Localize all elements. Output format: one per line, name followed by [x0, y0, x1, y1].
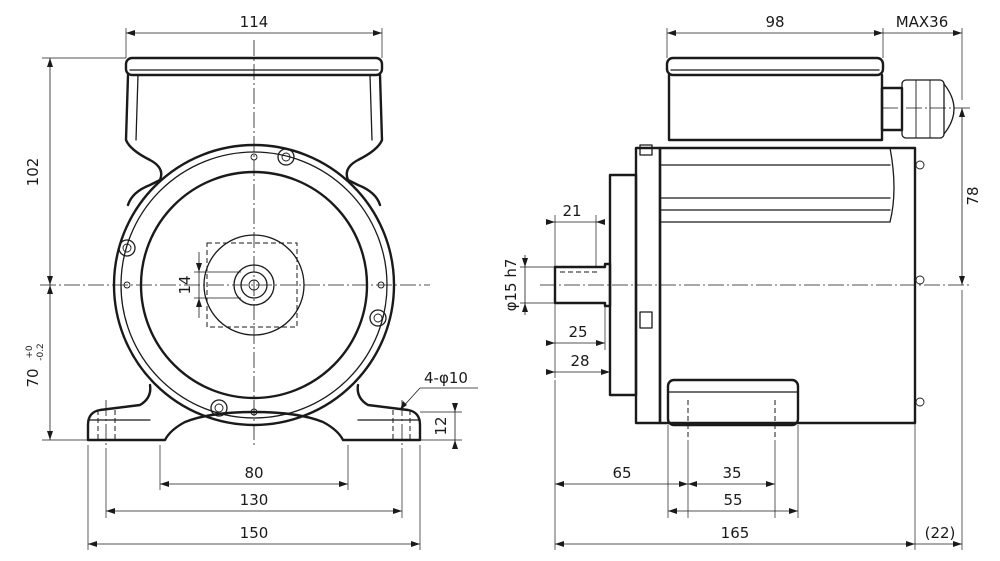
screw-bottom-left-head [214, 403, 224, 413]
screw-right-head [373, 313, 383, 323]
side-motor-body [658, 146, 917, 425]
dim-hole-spacing-label: 80 [244, 464, 263, 482]
front-view: 114 102 70 +0 -0.2 14 [24, 13, 478, 550]
side-terminal-box-body [667, 73, 884, 142]
dim-shaft-28-label: 28 [570, 352, 589, 370]
dim-ref-22-label: (22) [925, 524, 956, 542]
dim-body-length-label: 98 [765, 13, 784, 31]
gland-dome [901, 79, 945, 139]
dim-ref-22: (22) [915, 290, 963, 550]
terminal-box-wall-left [124, 73, 163, 207]
dim-axis-tol-lower: -0.2 [36, 343, 46, 361]
rear-bolt-mid [915, 275, 925, 285]
dim-foot-total: 150 [87, 445, 421, 550]
flange-tab-top [639, 144, 653, 156]
dim-shaft-length-label: 21 [562, 202, 581, 220]
dim-width-top-label: 114 [240, 13, 269, 31]
dim-total-length: 165 [555, 423, 916, 550]
rear-bolt-bottom [915, 397, 925, 407]
dim-height-axis: 102 [24, 57, 126, 285]
dim-foot-height: 12 [420, 403, 462, 449]
gland-nut-body [880, 86, 904, 132]
dim-body-length: 98 [666, 13, 884, 58]
screw-bottom-left [210, 399, 228, 417]
dim-shaft-length: 21 [546, 202, 605, 267]
side-view: 98 MAX36 78 21 [502, 13, 982, 550]
dim-foot-inner: 130 [105, 448, 403, 518]
dim-axis-tol-upper: +0 [25, 345, 35, 359]
dim-shaft-dia: 14 [176, 252, 241, 318]
terminal-box-wall-right [345, 73, 384, 207]
dim-axis-height-label: 70 [24, 368, 42, 387]
dim-foot-length-label: 55 [723, 491, 742, 509]
dim-total-length-label: 165 [721, 524, 750, 542]
dim-foot-inner-label: 130 [240, 491, 269, 509]
dim-shaft-dia-label: 14 [176, 275, 194, 294]
dim-holes-label: 4-φ10 [424, 369, 468, 387]
side-foot [666, 378, 800, 427]
dim-gland-max: MAX36 [883, 13, 963, 100]
dim-gland-max-label: MAX36 [896, 13, 949, 31]
flange-tab-mid [639, 311, 653, 329]
dim-gland-height: 78 [959, 108, 982, 285]
dim-foot-total-label: 150 [240, 524, 269, 542]
dim-foot-hole-spacing-label: 35 [722, 464, 741, 482]
dim-gland-height-label: 78 [964, 186, 982, 205]
dim-width-top: 114 [125, 13, 383, 58]
dim-holes: 4-φ10 [399, 369, 478, 411]
screw-top-right [277, 148, 295, 166]
dim-foot-offset-label: 65 [612, 464, 631, 482]
screw-left-head [122, 243, 132, 253]
dim-foot-height-label: 12 [432, 416, 450, 435]
dim-shaft-28: 28 [546, 306, 611, 378]
dim-shaft-fit-label: φ15 h7 [502, 259, 520, 312]
terminal-box-inner-right [369, 74, 373, 141]
dim-hole-spacing: 80 [159, 445, 349, 490]
gland-cap [943, 83, 955, 135]
dim-shaft-25: 25 [546, 303, 606, 350]
screw-top-right-head [281, 152, 291, 162]
side-terminal-box-lid [665, 56, 885, 77]
flange-hidden-outline [206, 242, 298, 328]
dim-shaft-25-label: 25 [568, 323, 587, 341]
dim-height-axis-label: 102 [24, 158, 42, 187]
side-flange [634, 146, 662, 425]
rear-bolt-top [915, 160, 925, 170]
terminal-box-inner-left [135, 74, 139, 141]
rib-end [889, 147, 895, 223]
screw-left [118, 239, 136, 257]
dim-axis-height: 70 +0 -0.2 [24, 285, 88, 441]
screw-right [369, 309, 387, 327]
cable-gland [880, 79, 955, 139]
dim-shaft-fit: φ15 h7 [502, 255, 555, 315]
dim-foot-length: 55 [667, 425, 799, 518]
dim-foot-hole-spacing: 35 [688, 440, 776, 518]
dim-foot-offset: 65 [554, 380, 689, 550]
